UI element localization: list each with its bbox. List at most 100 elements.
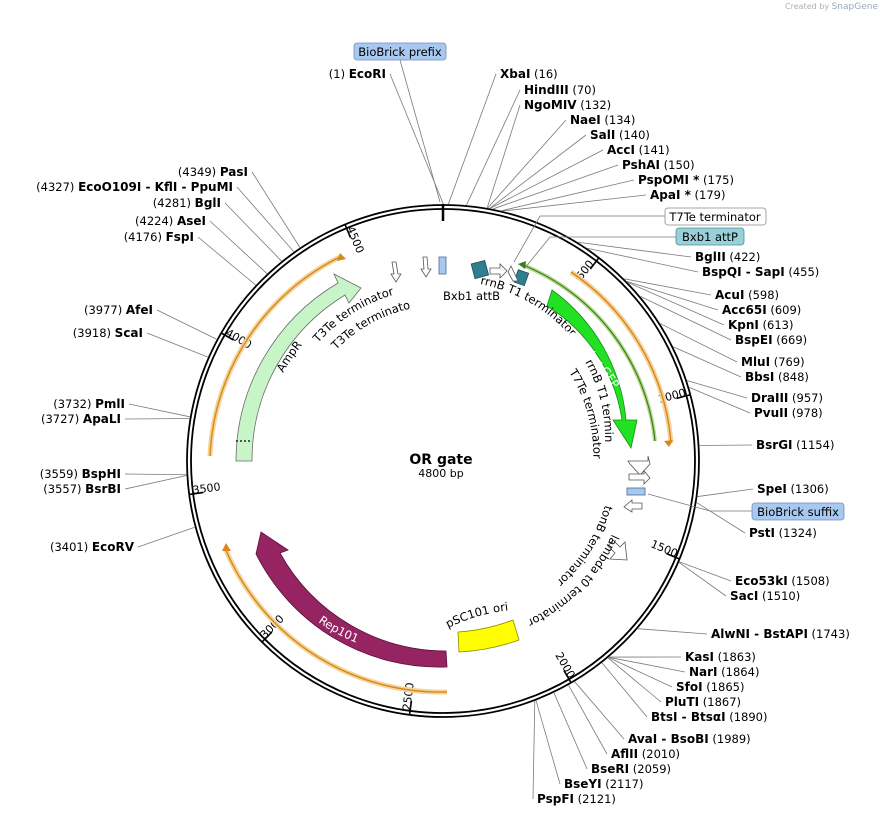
site-label[interactable]: BspEI (669) <box>735 333 807 347</box>
site-label[interactable]: PshAI (150) <box>622 158 695 172</box>
gfp-arrow[interactable] <box>546 289 638 450</box>
site-leader <box>486 104 521 208</box>
ampr-arrow[interactable] <box>235 273 362 462</box>
site-label[interactable]: (1) EcoRI <box>329 67 386 81</box>
site-label[interactable]: BseRI (2059) <box>591 762 671 776</box>
site-pos: (3727) <box>41 412 83 426</box>
tick-label-2000: 2000 <box>552 650 577 681</box>
rrnb-t1-arrow-top[interactable] <box>489 263 508 279</box>
site-label[interactable]: (4176) FspI <box>124 230 194 244</box>
site-label[interactable]: BbsI (848) <box>745 370 809 384</box>
site-label[interactable]: (4349) PasI <box>178 165 248 179</box>
site-label[interactable]: BspQI - SapI (455) <box>702 265 819 279</box>
bxb1-attp-callout[interactable] <box>675 227 745 246</box>
site-label[interactable]: (3727) ApaLI <box>41 412 121 426</box>
rep101-arrow[interactable] <box>255 531 448 668</box>
psc101-ori-box[interactable] <box>457 619 520 653</box>
site-label[interactable]: XbaI (16) <box>500 67 558 81</box>
site-label[interactable]: SfoI (1865) <box>676 680 744 694</box>
site-label[interactable]: (3732) PmlI <box>53 397 125 411</box>
site-label[interactable]: KasI (1863) <box>685 650 756 664</box>
site-pos: (150) <box>660 158 695 172</box>
site-name: BbsI <box>745 370 774 384</box>
site-label[interactable]: MluI (769) <box>741 355 805 369</box>
biobrick-prefix-callout[interactable] <box>353 42 447 61</box>
site-pos: (848) <box>774 370 809 384</box>
t7te-callout[interactable] <box>664 207 767 226</box>
site-label[interactable]: PluTI (1867) <box>665 695 741 709</box>
site-label[interactable]: AvaI - BsoBI (1989) <box>628 732 751 746</box>
tick-label-4500: 4500 <box>344 224 367 255</box>
tick-mark-3500 <box>189 491 204 496</box>
site-label[interactable]: Eco53kI (1508) <box>735 574 830 588</box>
overlay-arrow-green <box>518 261 526 269</box>
site-label[interactable]: (3401) EcoRV <box>50 540 135 554</box>
lambda-t0-label: lambda t0 terminator <box>526 533 622 630</box>
site-name: SpeI <box>757 482 787 496</box>
tick-mark-3000 <box>261 631 273 643</box>
site-label[interactable]: PstI (1324) <box>749 526 817 540</box>
site-name: BsrGI <box>756 438 793 452</box>
site-leader <box>209 220 268 274</box>
site-label[interactable]: BtsI - BtsαI (1890) <box>651 710 767 724</box>
site-label[interactable]: PvuII (978) <box>754 406 823 420</box>
site-name: BglI <box>195 196 221 210</box>
site-label[interactable]: SacI (1510) <box>730 589 800 603</box>
site-leader <box>487 119 567 209</box>
site-label[interactable]: Acc65I (609) <box>722 303 801 317</box>
biobrick-suffix-callout[interactable] <box>751 502 845 521</box>
site-label[interactable]: SalI (140) <box>590 128 650 142</box>
site-label[interactable]: BglII (422) <box>695 250 760 264</box>
plasmid-size: 4800 bp <box>418 467 463 480</box>
site-label[interactable]: DraIII (957) <box>751 391 823 405</box>
site-label[interactable]: BseYI (2117) <box>564 777 644 791</box>
site-label[interactable]: (3559) BspHI <box>40 467 121 481</box>
tonb-terminator-arrow[interactable] <box>623 499 643 513</box>
site-label[interactable]: AflII (2010) <box>611 747 680 761</box>
site-leader <box>251 171 301 248</box>
site-label[interactable]: AccI (141) <box>607 143 670 157</box>
site-name: NarI <box>689 665 718 679</box>
rrnb-t1-arrow-right[interactable] <box>627 455 651 476</box>
lambda-t0-arrow[interactable] <box>607 539 628 561</box>
site-name: PspOMI * <box>638 173 700 187</box>
site-label[interactable]: BsrGI (1154) <box>756 438 834 452</box>
site-pos: (4349) <box>178 165 220 179</box>
bxb1-attp-box[interactable] <box>513 269 530 287</box>
site-label[interactable]: AcuI (598) <box>715 288 779 302</box>
biobrick-prefix-box[interactable] <box>438 256 447 275</box>
site-label[interactable]: SpeI (1306) <box>757 482 829 496</box>
site-leader <box>696 502 746 534</box>
bxb1-attb-box[interactable] <box>470 259 490 280</box>
site-name: EcoRV <box>92 540 135 554</box>
t7te-arrow-top[interactable] <box>507 265 519 282</box>
site-label[interactable]: HindIII (70) <box>524 83 596 97</box>
site-label[interactable]: ApaI * (179) <box>650 188 726 202</box>
site-leader <box>197 236 256 286</box>
t7te-arrow-right[interactable] <box>628 469 651 485</box>
site-name: DraIII <box>751 391 788 405</box>
snapgene-credit: Created by SnapGene <box>785 2 878 12</box>
site-label[interactable]: NgoMIV (132) <box>524 98 611 112</box>
site-label[interactable]: (4281) BglI <box>153 196 221 210</box>
site-name: HindIII <box>524 83 569 97</box>
t3te-arrow-1[interactable] <box>390 261 402 283</box>
site-label[interactable]: (3918) ScaI <box>73 326 143 340</box>
site-label[interactable]: NarI (1864) <box>689 665 759 679</box>
site-label[interactable]: NaeI (134) <box>570 113 635 127</box>
biobrick-suffix-box[interactable] <box>626 487 646 496</box>
site-label[interactable]: AlwNI - BstAPI (1743) <box>711 627 850 641</box>
site-name: Eco53kI <box>735 574 788 588</box>
t3te-arrow-2[interactable] <box>420 256 432 278</box>
site-label[interactable]: PspOMI * (175) <box>638 173 734 187</box>
site-label[interactable]: KpnI (613) <box>728 318 794 332</box>
site-pos: (1865) <box>703 680 745 694</box>
site-label[interactable]: (3977) AfeI <box>84 303 153 317</box>
site-label[interactable]: PspFI (2121) <box>537 792 616 806</box>
site-label[interactable]: (4327) EcoO109I - KflI - PpuMI <box>36 180 233 194</box>
site-leader <box>627 282 725 326</box>
site-label[interactable]: (4224) AseI <box>135 214 206 228</box>
site-pos: (2059) <box>629 762 671 776</box>
site-label[interactable]: (3557) BsrBI <box>43 482 121 496</box>
site-pos: (132) <box>577 98 612 112</box>
